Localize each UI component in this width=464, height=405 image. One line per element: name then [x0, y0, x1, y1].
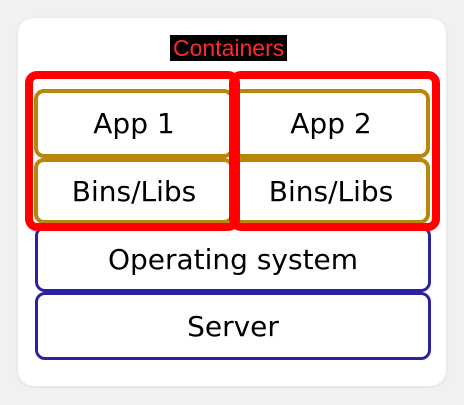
operating-system-layer: Operating system: [35, 226, 431, 292]
container-1-libs-layer: Bins/Libs: [34, 158, 234, 224]
container-2-app-layer: App 2: [232, 89, 430, 158]
diagram-title: Containers: [170, 35, 288, 61]
container-2-outline: [229, 71, 440, 231]
server-layer: Server: [35, 292, 431, 360]
container-1-outline: [25, 71, 240, 231]
